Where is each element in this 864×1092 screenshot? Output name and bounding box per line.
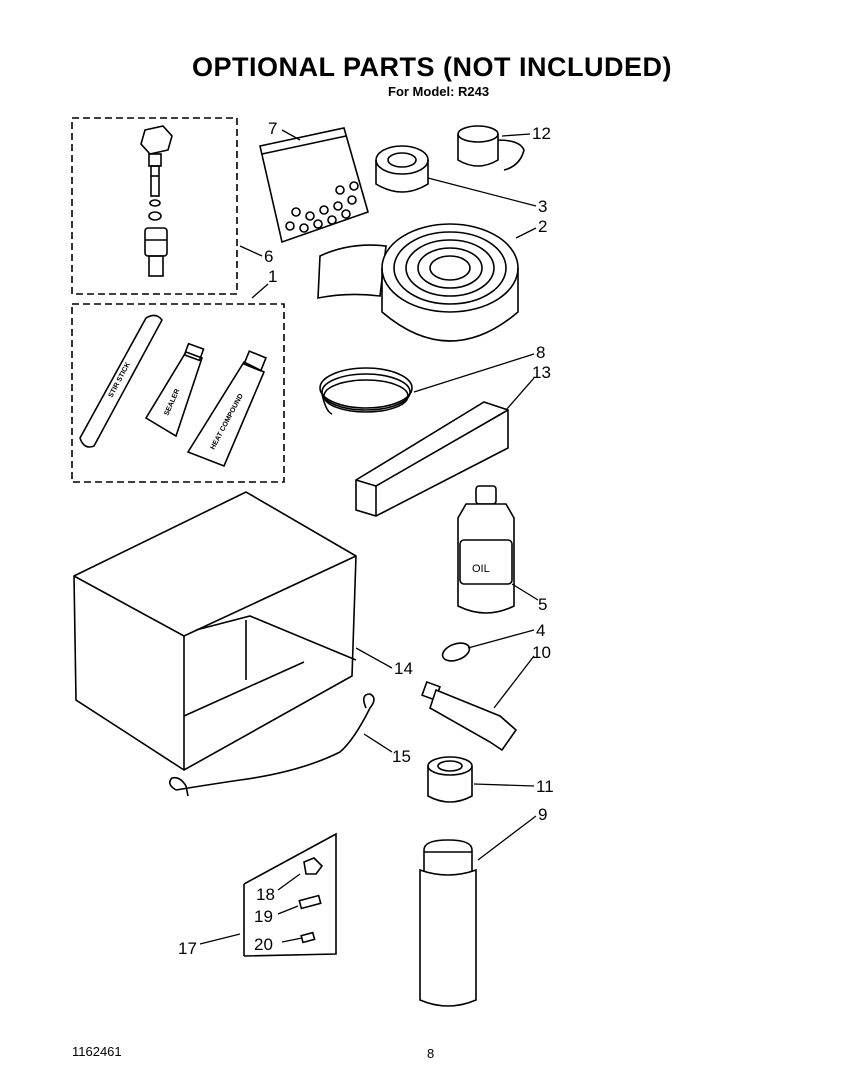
callout-8: 8 (536, 343, 545, 362)
tape-roll-11 (427, 756, 473, 803)
kit-17-panel (243, 832, 337, 957)
callout-3: 3 (538, 197, 547, 216)
callout-11: 11 (536, 777, 554, 796)
oil-bottle (457, 485, 515, 614)
cabinet-cover (73, 491, 357, 771)
small-part-4 (441, 642, 471, 662)
tape-roll-12 (457, 125, 525, 171)
callout-1: 1 (268, 267, 277, 286)
callout-4: 4 (536, 621, 545, 640)
coiled-hose (319, 367, 413, 415)
callout-19: 19 (254, 907, 273, 926)
cord-hook (168, 693, 375, 797)
callout-15: 15 (392, 747, 411, 766)
leader-lines (199, 129, 539, 945)
callout-13: 13 (532, 363, 551, 382)
heat-compound-tube (186, 350, 268, 468)
page-number: 8 (427, 1046, 435, 1061)
callout-17: 17 (178, 939, 197, 958)
callout-6: 6 (264, 247, 273, 266)
callout-7: 7 (268, 119, 277, 138)
callout-2: 2 (538, 217, 547, 236)
callout-20: 20 (254, 935, 273, 954)
callout-numbers: 7 12 3 2 6 1 8 13 5 4 10 14 15 11 9 18 1… (178, 119, 554, 958)
tube-10 (421, 681, 518, 752)
tape-coil-2 (317, 223, 519, 342)
callout-9: 9 (538, 805, 547, 824)
callout-12: 12 (532, 124, 551, 143)
drawing-code: 1162461 (72, 1044, 122, 1059)
stir-stick (79, 314, 163, 448)
oil-label: OIL (472, 563, 490, 575)
callout-5: 5 (538, 595, 547, 614)
valve-assembly (140, 125, 173, 277)
callout-14: 14 (394, 659, 413, 678)
model-subtitle: For Model: R243 (388, 84, 490, 99)
callout-18: 18 (256, 885, 275, 904)
foam-roll-3 (375, 145, 429, 193)
callout-10: 10 (532, 643, 551, 662)
kit-6-box (71, 117, 238, 295)
page-title: OPTIONAL PARTS (NOT INCLUDED) (192, 52, 672, 82)
sealer-tube (144, 342, 205, 438)
parts-bag (259, 127, 369, 244)
foam-bar (355, 401, 509, 517)
kit-1-box (71, 303, 285, 483)
spray-can (419, 839, 477, 1007)
